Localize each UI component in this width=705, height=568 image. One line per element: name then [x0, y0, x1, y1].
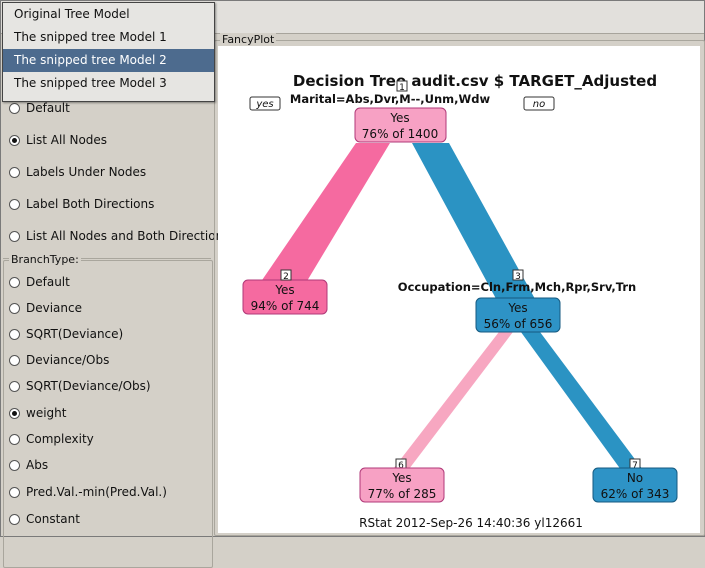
label-option-text: List All Nodes and Both Directions: [26, 229, 230, 243]
node-7-class: No: [627, 471, 643, 485]
branch-1-to-2: [258, 143, 390, 286]
branch-option-sqrt-deviance-obs[interactable]: SQRT(Deviance/Obs): [9, 376, 151, 396]
radio-button[interactable]: [9, 328, 20, 340]
fancyplot-panel-title: FancyPlot: [220, 33, 277, 46]
radio-button-checked[interactable]: [9, 407, 20, 419]
no-direction-tag: [523, 96, 555, 111]
branch-option-text: Deviance/Obs: [26, 353, 110, 367]
node-3-stats: 56% of 656: [484, 317, 553, 331]
yes-direction-label: yes: [255, 99, 273, 110]
dropdown-item-snipped-model-1[interactable]: The snipped tree Model 1: [14, 30, 167, 44]
radio-button[interactable]: [9, 102, 20, 114]
node-3-number: 3: [515, 272, 521, 282]
node-6-number: 6: [398, 461, 404, 471]
branch-option-default[interactable]: Default: [9, 272, 70, 292]
branch-3-to-6: [390, 328, 516, 473]
node-2-number-tag: [280, 269, 292, 281]
node-1-stats: 76% of 1400: [362, 127, 438, 141]
radio-button[interactable]: [9, 276, 20, 288]
branch-type-title: BranchType:: [9, 253, 81, 266]
radio-button-checked[interactable]: [9, 134, 20, 146]
label-option-text: List All Nodes: [26, 133, 108, 147]
label-option-list-all-nodes-both-directions[interactable]: List All Nodes and Both Directions: [9, 226, 229, 246]
branch-option-text: Deviance: [26, 301, 82, 315]
label-option-labels-under-nodes[interactable]: Labels Under Nodes: [9, 162, 146, 182]
branch-option-pred-val[interactable]: Pred.Val.-min(Pred.Val.): [9, 482, 167, 502]
node-7-stats: 62% of 343: [601, 487, 670, 501]
branch-1-to-3: [412, 143, 540, 308]
radio-button[interactable]: [9, 380, 20, 392]
branch-3-to-7: [518, 328, 646, 474]
radio-button[interactable]: [9, 198, 20, 210]
label-option-text: Labels Under Nodes: [26, 165, 147, 179]
dropdown-item-original-tree-model[interactable]: Original Tree Model: [14, 7, 130, 21]
no-direction-label: no: [533, 99, 545, 110]
branch-option-text: weight: [26, 406, 67, 420]
node-2-class: Yes: [274, 283, 294, 297]
branch-option-text: Abs: [26, 458, 49, 472]
radio-button[interactable]: [9, 513, 20, 525]
node-2-number: 2: [283, 272, 289, 282]
dropdown-item-snipped-model-3[interactable]: The snipped tree Model 3: [14, 76, 167, 90]
plot-canvas: Decision Tree audit.csv $ TARGET_Adjuste…: [218, 46, 700, 533]
node-6-box: [359, 467, 445, 503]
label-option-text: Default: [26, 101, 70, 115]
node-3-split-label: Occupation=Cln,Frm,Mch,Rpr,Srv,Trn: [398, 280, 636, 294]
branch-option-deviance[interactable]: Deviance: [9, 298, 82, 318]
node-1-number-tag: [396, 80, 408, 92]
branch-option-text: Constant: [26, 512, 80, 526]
branch-option-weight[interactable]: weight: [9, 403, 66, 423]
plot-title: Decision Tree audit.csv $ TARGET_Adjuste…: [293, 72, 657, 90]
branch-option-text: SQRT(Deviance/Obs): [26, 379, 151, 393]
node-3-box: [475, 297, 561, 333]
label-option-list-all-nodes[interactable]: List All Nodes: [9, 130, 107, 150]
branch-option-text: Complexity: [26, 432, 94, 446]
fancyplot-panel: FancyPlot Decision Tree audit.csv $ TARG…: [214, 33, 705, 536]
label-option-default[interactable]: Default: [9, 98, 70, 118]
radio-button[interactable]: [9, 302, 20, 314]
branch-option-sqrt-deviance[interactable]: SQRT(Deviance): [9, 324, 123, 344]
section-divider: [3, 258, 211, 259]
node-1-number: 1: [399, 83, 405, 93]
branch-option-text: Pred.Val.-min(Pred.Val.): [26, 485, 167, 499]
model-dropdown-list[interactable]: Original Tree Model The snipped tree Mod…: [2, 2, 215, 102]
branch-option-deviance-obs[interactable]: Deviance/Obs: [9, 350, 109, 370]
branch-option-constant[interactable]: Constant: [9, 509, 80, 529]
decision-tree-plot: Decision Tree audit.csv $ TARGET_Adjuste…: [242, 72, 678, 530]
radio-button[interactable]: [9, 230, 20, 242]
node-1-box: [354, 107, 447, 143]
options-panel: Default List All Nodes Labels Under Node…: [1, 34, 229, 568]
node-7-number: 7: [632, 461, 638, 471]
dropdown-item-snipped-model-2[interactable]: The snipped tree Model 2: [3, 49, 214, 72]
radio-button[interactable]: [9, 354, 20, 366]
node-3-number-tag: [512, 269, 524, 281]
branch-option-abs[interactable]: Abs: [9, 455, 48, 475]
node-1-split-label: Marital=Abs,Dvr,M--,Unm,Wdw: [290, 92, 491, 106]
radio-button[interactable]: [9, 459, 20, 471]
node-2-stats: 94% of 744: [251, 299, 320, 313]
radio-button[interactable]: [9, 486, 20, 498]
plot-footer: RStat 2012-Sep-26 14:40:36 yl12661: [359, 516, 583, 530]
branch-option-text: Default: [26, 275, 70, 289]
node-7-box: [592, 467, 678, 503]
radio-button[interactable]: [9, 166, 20, 178]
radio-button[interactable]: [9, 433, 20, 445]
node-3-class: Yes: [507, 301, 527, 315]
label-option-label-both-directions[interactable]: Label Both Directions: [9, 194, 154, 214]
node-1-class: Yes: [389, 111, 409, 125]
label-option-text: Label Both Directions: [26, 197, 155, 211]
node-6-stats: 77% of 285: [368, 487, 437, 501]
node-6-class: Yes: [391, 471, 411, 485]
branch-option-text: SQRT(Deviance): [26, 327, 124, 341]
branch-option-complexity[interactable]: Complexity: [9, 429, 94, 449]
yes-direction-tag: [249, 96, 281, 111]
